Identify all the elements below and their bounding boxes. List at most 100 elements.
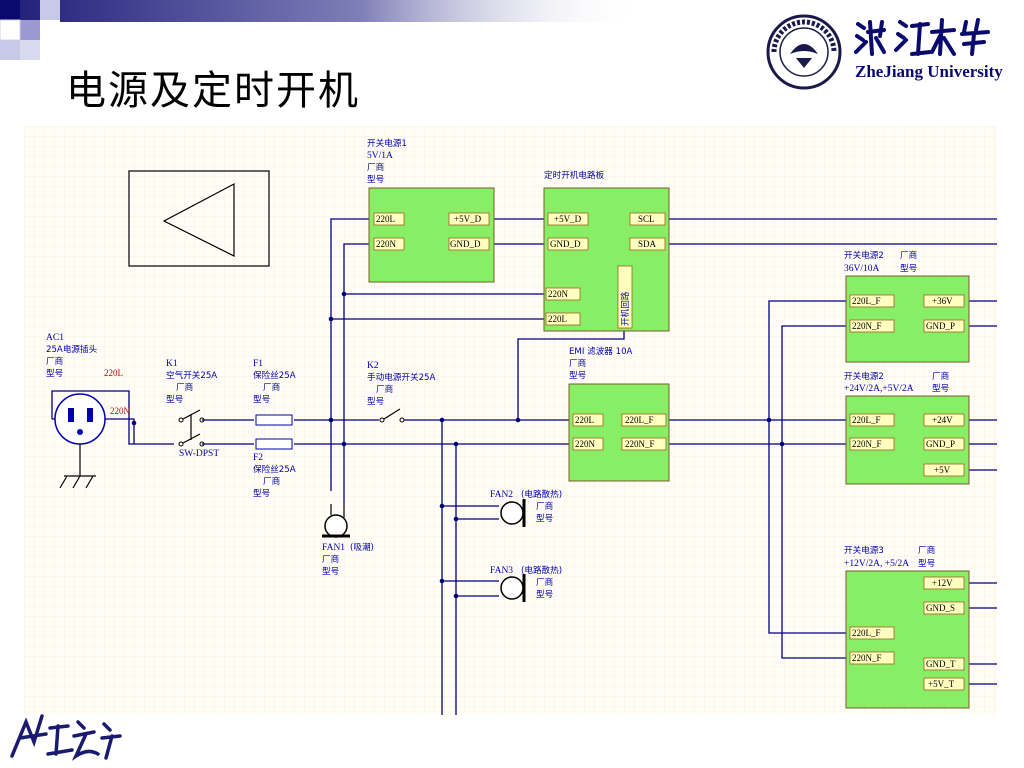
psu2b-pin-220lf: 220L_F [852,415,881,425]
k2-name: 手动电源开关25A [367,371,435,383]
psu1-model: 型号 [367,174,384,185]
ac1-model: 型号 [46,368,63,379]
psu1-pin-220l: 220L [376,214,395,224]
university-seal-logo [766,14,842,90]
k2-model: 型号 [367,396,384,407]
timer-pin-220l: 220L [548,314,567,324]
timer-pin-scl: SCL [638,214,655,224]
fan3-mfr: 厂商 [536,576,554,588]
psu3-pin-220lf: 220L_F [852,628,881,638]
k2-ref: K2 [367,361,379,371]
psu3-pin-gndt: GND_T [926,659,956,669]
psu3-mfr: 厂商 [918,544,936,556]
psu3-pin-gnds: GND_S [926,603,955,613]
fan2-mfr: 厂商 [536,500,554,512]
k2-switch-symbol [379,408,405,423]
psu2a-pin-220lf: 220L_F [852,296,881,306]
psu2b-block [845,395,970,485]
fan3-model: 型号 [536,589,553,600]
timer-pin-gnd: GND_D [550,239,581,249]
timer-pin-5v: +5V_D [554,214,582,224]
ac1-plug-symbol [54,393,106,489]
ac1-name: 25A电源插头 [46,343,98,355]
fan1-ref: FAN1 [322,543,345,553]
psu1-spec: 5V/1A [367,151,393,161]
fan1-model: 型号 [322,566,339,577]
k1-name: 空气开关25A [166,369,217,381]
psu2b-mfr: 厂商 [932,370,950,382]
psu2b-spec: +24V/2A,+5V/2A [844,384,914,394]
timer-pin-sda: SDA [638,239,657,249]
emi-filter-block [568,383,670,482]
psu3-pin-12v: +12V [932,578,953,588]
psu2a-spec: 36V/10A [844,264,880,274]
triangle-symbol-box [128,170,270,267]
psu3-spec: +12V/2A, +5/2A [844,559,909,569]
psu2a-pin-36v: +36V [932,296,953,306]
fan1-name: (吸潮) [350,541,374,553]
ac1-ref: AC1 [46,333,64,343]
f2-model: 型号 [253,488,270,499]
junction-dots [131,291,785,599]
k1-switch-symbol [178,409,205,447]
fuse-f1-symbol [255,414,293,426]
timer-board-block [543,187,670,332]
fan3-name: (电路散热) [521,564,562,576]
fan1-symbol [322,504,350,538]
psu1-mfr: 厂商 [367,161,385,173]
emi-title: EMI 滤波器 10A [569,345,633,357]
psu3-model: 型号 [918,558,935,569]
psu1-pin-5v: +5V_D [454,214,482,224]
psu2b-pin-24v: +24V [932,415,953,425]
psu2a-block [845,275,970,363]
psu1-pin-220n: 220N [376,239,397,249]
fuse-f2-symbol [255,438,293,450]
schematic-diagram: AC1 25A电源插头 厂商 型号 220L 220N K1 空气开关25A 厂… [24,126,997,715]
emi-mfr: 厂商 [569,357,587,369]
ac1-net-n: 220N [110,406,131,416]
k1-mfr: 厂商 [176,381,194,393]
k1-type: SW-DPST [179,449,219,459]
fan2-name: (电路散热) [521,488,562,500]
k2-mfr: 厂商 [376,383,394,395]
fan3-ref: FAN3 [490,566,513,576]
psu3-title: 开关电源3 [844,544,884,556]
psu2a-title: 开关电源2 [844,249,884,261]
psu2b-pin-220nf: 220N_F [852,439,882,449]
university-calligraphy-logo [854,18,990,56]
k1-ref: K1 [166,359,178,369]
timer-vertical-label: 开机回路 [619,291,631,326]
emi-pin-220l: 220L [575,415,594,425]
timer-pin-220n: 220N [548,289,569,299]
fan1-mfr: 厂商 [322,553,340,565]
f1-model: 型号 [253,394,270,405]
fan3-symbol [500,574,526,602]
psu2a-mfr: 厂商 [900,249,918,261]
fan2-ref: FAN2 [490,490,513,500]
emi-pin-220nf: 220N_F [625,439,655,449]
university-name: ZheJiang University [855,62,1003,81]
psu1-title: 开关电源1 [367,137,407,149]
f1-name: 保险丝25A [253,369,296,381]
ac1-mfr: 厂商 [46,355,64,367]
f2-ref: F2 [253,453,263,463]
psu3-block [845,570,970,709]
emi-model: 型号 [569,370,586,381]
f1-ref: F1 [253,359,263,369]
emi-pin-220lf: 220L_F [625,415,654,425]
psu2b-model: 型号 [932,383,949,394]
psu2b-pin-5v: +5V [934,465,951,475]
k1-model: 型号 [166,394,183,405]
psu3-pin-5vt: +5V_T [928,679,955,689]
timer-title: 定时开机电路板 [544,169,605,181]
psu2b-pin-gnd: GND_P [926,439,955,449]
slide-title: 电源及定时开机 [66,68,360,114]
ac1-net-l: 220L [104,368,123,378]
emi-pin-220n: 220N [575,439,596,449]
psu1-block [368,187,495,283]
fan2-model: 型号 [536,513,553,524]
signature-logo [10,714,122,761]
f2-mfr: 厂商 [263,475,281,487]
f1-mfr: 厂商 [263,381,281,393]
f2-name: 保险丝25A [253,463,296,475]
